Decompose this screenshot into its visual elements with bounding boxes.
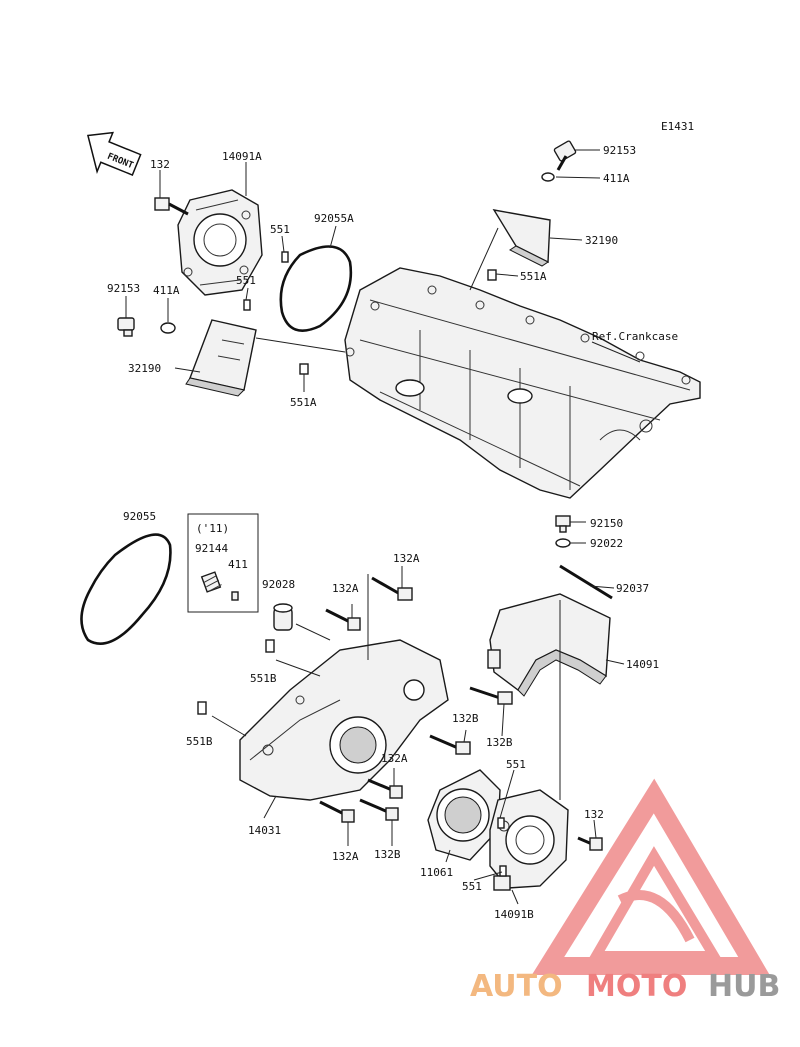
dowel-551-a xyxy=(281,251,289,263)
callout-92055a: 92055A xyxy=(314,212,354,225)
dowel-551-b xyxy=(243,299,251,311)
year-box: ('11) 92144 411 xyxy=(187,513,259,613)
gasket-92055a xyxy=(279,245,353,332)
dowel-551a-right xyxy=(487,269,497,281)
callout-14091b: 14091B xyxy=(494,908,534,921)
callout-411a-right: 411A xyxy=(603,172,630,185)
callout-92153-right: 92153 xyxy=(603,144,636,157)
washer-411a-right xyxy=(541,172,555,182)
callout-92055: 92055 xyxy=(123,510,156,523)
crankcase xyxy=(344,267,701,499)
callout-132b-c: 132B xyxy=(374,848,401,861)
washer-411a-left xyxy=(160,322,176,334)
washer-411-box xyxy=(231,591,239,601)
front-arrow-icon: FRONT xyxy=(86,131,142,176)
watermark-triangle-icon xyxy=(531,778,770,975)
cover-14091b xyxy=(489,789,569,891)
gasket-11061 xyxy=(427,769,501,861)
diagram-code: E1431 xyxy=(661,120,694,133)
guard-14091 xyxy=(487,593,611,697)
bolt-132-right xyxy=(577,836,603,851)
callout-551b-upper: 551B xyxy=(250,672,277,685)
callout-132b-b: 132B xyxy=(486,736,513,749)
brand-part-hub: HUB xyxy=(708,969,780,1004)
callout-132a-b: 132A xyxy=(332,582,359,595)
bracket-32190-left xyxy=(185,319,257,397)
callout-132a-c: 132A xyxy=(381,752,408,765)
bolt-132b-3 xyxy=(359,798,399,821)
bolt-132b-1 xyxy=(469,686,513,705)
cover-14091a xyxy=(177,189,263,296)
bolt-132b-2 xyxy=(429,734,471,755)
callout-11061: 11061 xyxy=(420,866,453,879)
year-box-part-92144: 92144 xyxy=(195,542,228,555)
callout-551a-left: 551A xyxy=(290,396,317,409)
collar-92028 xyxy=(273,603,293,631)
callout-92150: 92150 xyxy=(590,517,623,530)
callout-14091: 14091 xyxy=(626,658,659,671)
bolt-92153-right xyxy=(553,140,577,171)
cover-14031 xyxy=(239,639,449,801)
brand-part-auto: AUTO xyxy=(470,969,563,1004)
dowel-551-d xyxy=(499,865,507,877)
callout-14091a: 14091A xyxy=(222,150,262,163)
gasket-92055 xyxy=(80,533,172,645)
callout-551-d: 551 xyxy=(462,880,482,893)
callout-92037: 92037 xyxy=(616,582,649,595)
callout-92153-left: 92153 xyxy=(107,282,140,295)
callout-132a-d: 132A xyxy=(332,850,359,863)
callout-labels: 132 14091A 551 551 92055A 92153 411A 321… xyxy=(107,144,678,921)
callout-14031: 14031 xyxy=(248,824,281,837)
callout-411a-left: 411A xyxy=(153,284,180,297)
callout-32190-right: 32190 xyxy=(585,234,618,247)
rod-92037 xyxy=(559,564,613,600)
dowel-551-c xyxy=(497,817,505,829)
callout-132b-a: 132B xyxy=(452,712,479,725)
dowel-551b-upper xyxy=(265,639,275,653)
watermark-brand: AUTO MOTO HUB xyxy=(470,969,780,1004)
bolt-132a-2 xyxy=(325,608,361,631)
callout-551-b: 551 xyxy=(236,274,256,287)
callout-132a-a: 132A xyxy=(393,552,420,565)
callout-551b-lower: 551B xyxy=(186,735,213,748)
leader-lines xyxy=(125,149,641,905)
brand-part-moto: MOTO xyxy=(586,969,687,1004)
bolt-132a-1 xyxy=(371,576,413,601)
callout-132-right: 132 xyxy=(584,808,604,821)
bolt-92150 xyxy=(555,515,571,533)
callout-132-top: 132 xyxy=(150,158,170,171)
reference-note: Ref.Crankcase xyxy=(592,330,678,343)
bracket-32190-right xyxy=(492,209,551,267)
callout-92028: 92028 xyxy=(262,578,295,591)
spring-92144 xyxy=(200,571,222,593)
bolt-132a-4 xyxy=(319,800,355,823)
dowel-551a-left xyxy=(299,363,309,375)
dowel-551b-lower xyxy=(197,701,207,715)
washer-92022 xyxy=(555,538,571,548)
year-box-part-411: 411 xyxy=(228,558,248,571)
callout-551-a: 551 xyxy=(270,223,290,236)
bolt-132-top xyxy=(154,197,189,216)
year-label: ('11) xyxy=(196,522,229,535)
callout-92022: 92022 xyxy=(590,537,623,550)
callout-32190-left: 32190 xyxy=(128,362,161,375)
bolt-92153-left xyxy=(117,317,135,337)
callout-551-c: 551 xyxy=(506,758,526,771)
bolt-132a-3 xyxy=(367,778,403,799)
callout-551a-right: 551A xyxy=(520,270,547,283)
